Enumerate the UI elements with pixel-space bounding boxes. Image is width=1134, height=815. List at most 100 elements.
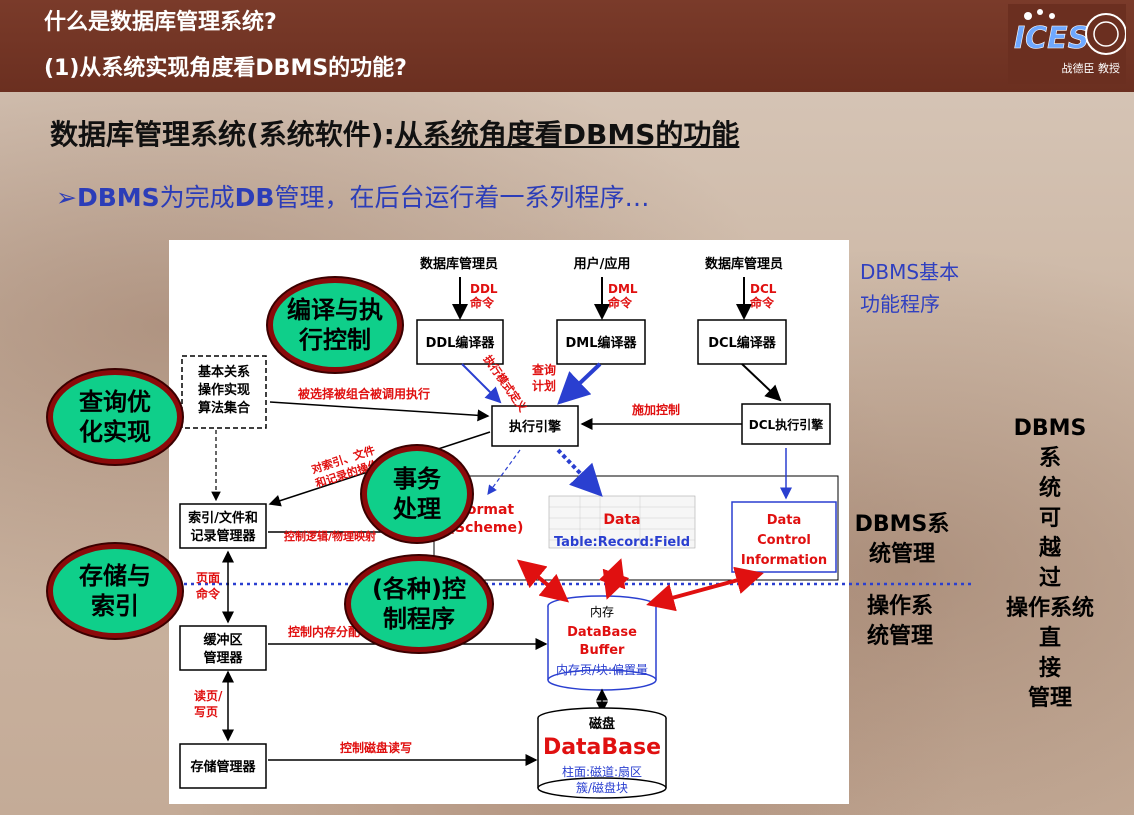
dml-compiler-box bbox=[556, 319, 646, 365]
actor-dba-2: 数据库管理员 bbox=[705, 256, 783, 272]
algo-set-2: 操作实现 bbox=[198, 382, 250, 398]
dbms-basic-2: 功能程序 bbox=[860, 292, 940, 316]
index-mgr-2: 记录管理器 bbox=[190, 528, 256, 544]
disk-4: 簇/磁盘块 bbox=[576, 780, 628, 795]
dcl-compiler: DCL编译器 bbox=[708, 335, 777, 351]
ices-logo: ICES bbox=[1008, 4, 1126, 84]
os-mgmt-2: 统管理 bbox=[866, 624, 933, 649]
title-bar: 什么是数据库管理系统? (1)从系统实现角度看DBMS的功能? ICES 战德臣… bbox=[0, 0, 1134, 92]
disk-cylinder bbox=[537, 777, 667, 799]
cmd-dcl-word: 命令 bbox=[749, 295, 775, 310]
disk-2: DataBase bbox=[543, 735, 661, 760]
slide-heading: 数据库管理系统(系统软件):从系统角度看DBMS的功能 bbox=[50, 113, 739, 153]
oval-control-programs: (各种)控制程序 bbox=[346, 556, 492, 652]
vertical-4: 越 bbox=[1038, 536, 1061, 561]
oval-txn-text: 事务处理 bbox=[393, 465, 441, 523]
algo-set-1: 基本关系 bbox=[197, 364, 250, 380]
heading-underlined: 从系统角度看DBMS的功能 bbox=[394, 118, 740, 151]
dml-compiler: DML编译器 bbox=[565, 335, 637, 351]
format-1: Format bbox=[458, 502, 515, 518]
dcl-engine-box bbox=[741, 403, 831, 445]
dbms-bypass-os-note: DBMS 系 统 可 越 过 操作系统 直 接 管理 bbox=[998, 414, 1102, 714]
actor-user-app: 用户/应用 bbox=[573, 256, 631, 272]
format-2: (Scheme) bbox=[449, 520, 524, 536]
oval-compile-exec: 编译与执行控制 bbox=[268, 278, 402, 372]
vertical-1: 系 bbox=[1038, 446, 1061, 471]
vertical-5: 过 bbox=[1038, 566, 1061, 591]
logo-letters: ICES bbox=[1014, 21, 1089, 56]
bullet-rest: 管理，在后台运行着一系列程序… bbox=[274, 183, 650, 212]
storage-manager-box bbox=[179, 743, 267, 789]
vertical-3: 可 bbox=[1038, 506, 1061, 531]
ddl-compiler: DDL编译器 bbox=[426, 335, 496, 351]
vertical-9: 管理 bbox=[1027, 686, 1072, 711]
exec-engine-box bbox=[491, 405, 579, 447]
oval-control-text: (各种)控制程序 bbox=[372, 575, 466, 633]
selected-called-label: 被选择被组合被调用执行 bbox=[298, 386, 430, 401]
rw-2: 写页 bbox=[194, 705, 218, 719]
title-line-1: 什么是数据库管理系统? bbox=[44, 10, 277, 35]
disk-3: 柱面:磁道:扇区 bbox=[562, 764, 642, 779]
vertical-6: 操作系统 bbox=[1005, 596, 1094, 621]
dbms-basic-1: DBMS基本 bbox=[860, 260, 960, 284]
mem-3: Buffer bbox=[580, 643, 626, 658]
buffer-mgr-2: 管理器 bbox=[203, 650, 243, 666]
page-cmd-2: 命令 bbox=[195, 586, 221, 601]
oval-compile-text: 编译与执行控制 bbox=[287, 296, 383, 354]
dbms-basic-note: DBMS基本 功能程序 bbox=[860, 256, 959, 320]
title-line-2: (1)从系统实现角度看DBMS的功能? bbox=[44, 56, 407, 81]
dcl-engine: DCL执行引擎 bbox=[749, 417, 823, 432]
data-label-1: Data bbox=[603, 512, 640, 528]
bullet-mid: 为完成 bbox=[159, 183, 235, 212]
algo-set-box bbox=[181, 355, 267, 429]
mem-2: DataBase bbox=[567, 625, 637, 640]
storage-mgr: 存储管理器 bbox=[190, 759, 256, 775]
cmd-ddl: DDL bbox=[470, 282, 498, 296]
oval-storage-index: 存储与索引 bbox=[48, 544, 182, 638]
buffer-mgr-1: 缓冲区 bbox=[203, 632, 242, 648]
query-plan-1: 查询 bbox=[531, 362, 556, 377]
algo-set-3: 算法集合 bbox=[198, 400, 251, 416]
heading-prefix: 数据库管理系统(系统软件): bbox=[50, 118, 395, 151]
os-system-mgmt: 操作系 统管理 bbox=[848, 592, 952, 652]
bullet-bold-1: DBMS bbox=[76, 183, 160, 212]
vertical-8: 接 bbox=[1038, 656, 1061, 681]
disk-ctrl-label: 控制磁盘读写 bbox=[340, 740, 412, 755]
page-cmd-1: 页面 bbox=[196, 571, 220, 585]
index-manager-box bbox=[179, 503, 267, 549]
vertical-0: DBMS bbox=[1013, 416, 1087, 441]
bullet-line: ➢DBMS为完成DB管理，在后台运行着一系列程序… bbox=[56, 183, 650, 212]
actor-dba-1: 数据库管理员 bbox=[420, 256, 498, 272]
mem-4: 内存页/块:偏置量 bbox=[556, 662, 648, 677]
vertical-2: 统 bbox=[1038, 476, 1061, 501]
os-mgmt-1: 操作系 bbox=[866, 594, 933, 619]
dci-box bbox=[731, 501, 837, 573]
dci-1: Data bbox=[767, 513, 802, 528]
apply-control-label: 施加控制 bbox=[632, 402, 680, 417]
oval-query-text: 查询优化实现 bbox=[79, 388, 151, 446]
dbms-sys-mgmt-2: 统管理 bbox=[868, 542, 935, 567]
logic-phys-label: 控制逻辑/物理映射 bbox=[284, 529, 376, 543]
dbms-system-mgmt: DBMS系 统管理 bbox=[850, 510, 954, 570]
dbms-sys-mgmt-1: DBMS系 bbox=[854, 512, 950, 537]
oval-query-opt: 查询优化实现 bbox=[48, 370, 182, 464]
data-label-2: Table:Record:Field bbox=[554, 535, 690, 550]
dci-2: Control bbox=[757, 533, 811, 548]
rw-1: 读页/ bbox=[194, 688, 223, 703]
dcl-compiler-box bbox=[697, 319, 787, 365]
oval-storage-text: 存储与索引 bbox=[79, 562, 151, 620]
vertical-7: 直 bbox=[1038, 626, 1061, 651]
bullet-bold-2: DB bbox=[234, 183, 275, 212]
cmd-dml-word: 命令 bbox=[607, 295, 633, 310]
disk-1: 磁盘 bbox=[589, 716, 615, 732]
query-plan-2: 计划 bbox=[532, 378, 556, 393]
data-table-image bbox=[548, 495, 696, 549]
cmd-dml: DML bbox=[608, 282, 638, 296]
dci-3: Information bbox=[741, 553, 827, 568]
oval-transaction: 事务处理 bbox=[362, 446, 472, 542]
ddl-compiler-box bbox=[416, 319, 504, 365]
logo-caption: 战德臣 教授 bbox=[1061, 62, 1121, 75]
index-mgr-1: 索引/文件和 bbox=[188, 510, 258, 526]
exec-engine: 执行引擎 bbox=[509, 419, 561, 435]
